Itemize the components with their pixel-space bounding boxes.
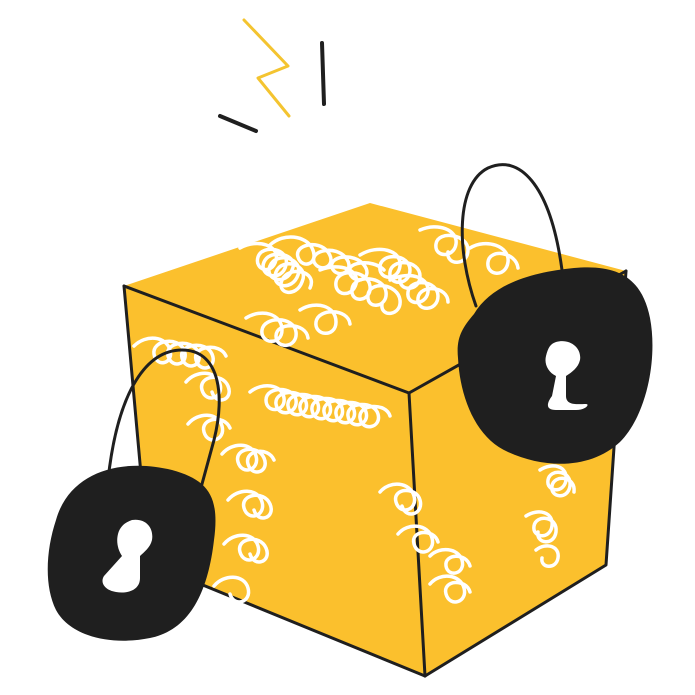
ribbon-curls	[132, 225, 576, 604]
spark-lines	[218, 18, 326, 133]
padlock-left	[47, 348, 221, 641]
padlock-right	[457, 163, 653, 464]
keyhole-icon	[545, 341, 588, 410]
keyhole-icon	[102, 519, 153, 593]
